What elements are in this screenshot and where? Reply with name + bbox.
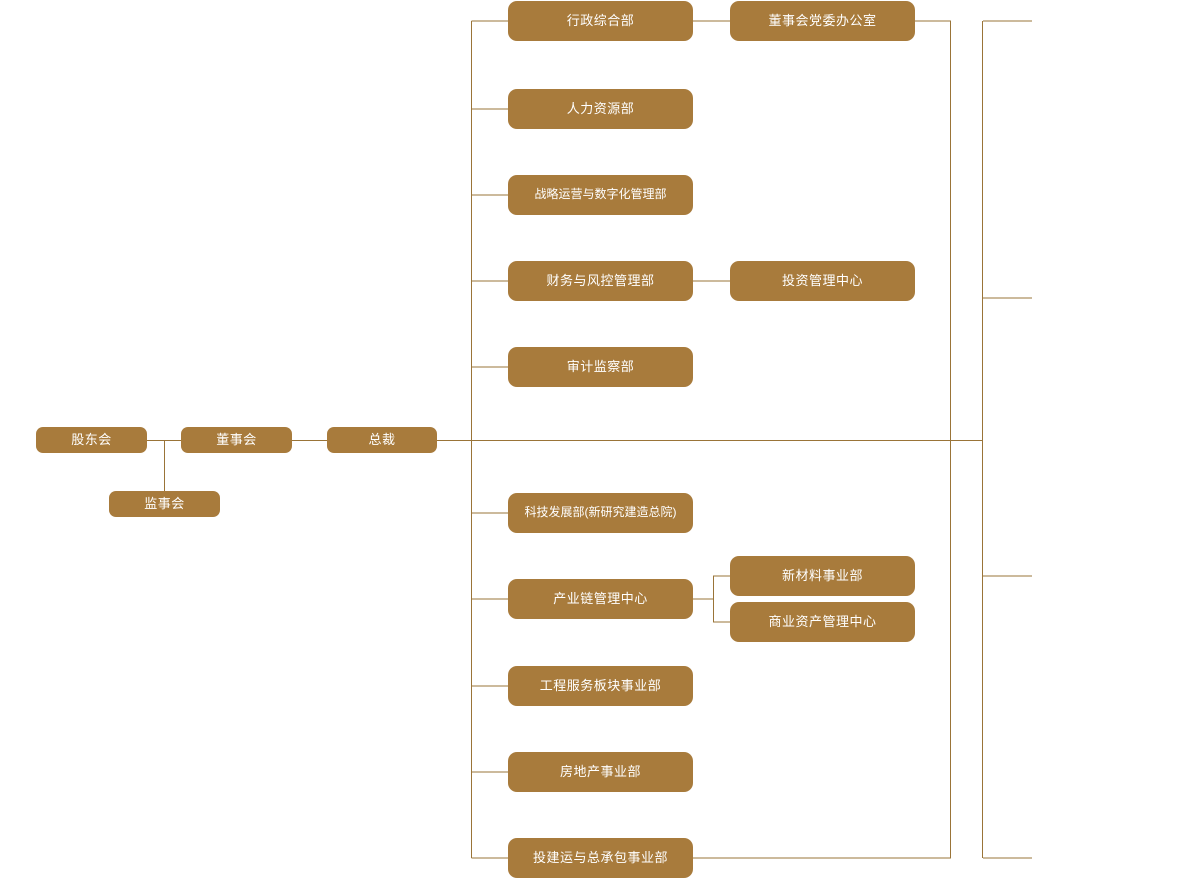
- node-dept-engineering-services[interactable]: 工程服务板块事业部: [508, 666, 693, 706]
- node-dept-finance-risk[interactable]: 财务与风控管理部: [508, 261, 693, 301]
- node-dept-technology-development[interactable]: 科技发展部(新研究建造总院): [508, 493, 693, 533]
- node-investment-management-center[interactable]: 投资管理中心: [730, 261, 915, 301]
- node-commercial-asset-management-center[interactable]: 商业资产管理中心: [730, 602, 915, 642]
- node-dept-real-estate[interactable]: 房地产事业部: [508, 752, 693, 792]
- node-dept-human-resources[interactable]: 人力资源部: [508, 89, 693, 129]
- node-dept-investment-construction-epc[interactable]: 投建运与总承包事业部: [508, 838, 693, 878]
- node-dept-industry-chain-center[interactable]: 产业链管理中心: [508, 579, 693, 619]
- node-shareholders[interactable]: 股东会: [36, 427, 147, 453]
- node-board[interactable]: 董事会: [181, 427, 292, 453]
- node-dept-audit-supervision[interactable]: 审计监察部: [508, 347, 693, 387]
- node-supervisors[interactable]: 监事会: [109, 491, 220, 517]
- node-board-party-office[interactable]: 董事会党委办公室: [730, 1, 915, 41]
- node-dept-administration[interactable]: 行政综合部: [508, 1, 693, 41]
- node-president[interactable]: 总裁: [327, 427, 437, 453]
- node-new-materials-division[interactable]: 新材料事业部: [730, 556, 915, 596]
- node-dept-strategy-digital[interactable]: 战略运营与数字化管理部: [508, 175, 693, 215]
